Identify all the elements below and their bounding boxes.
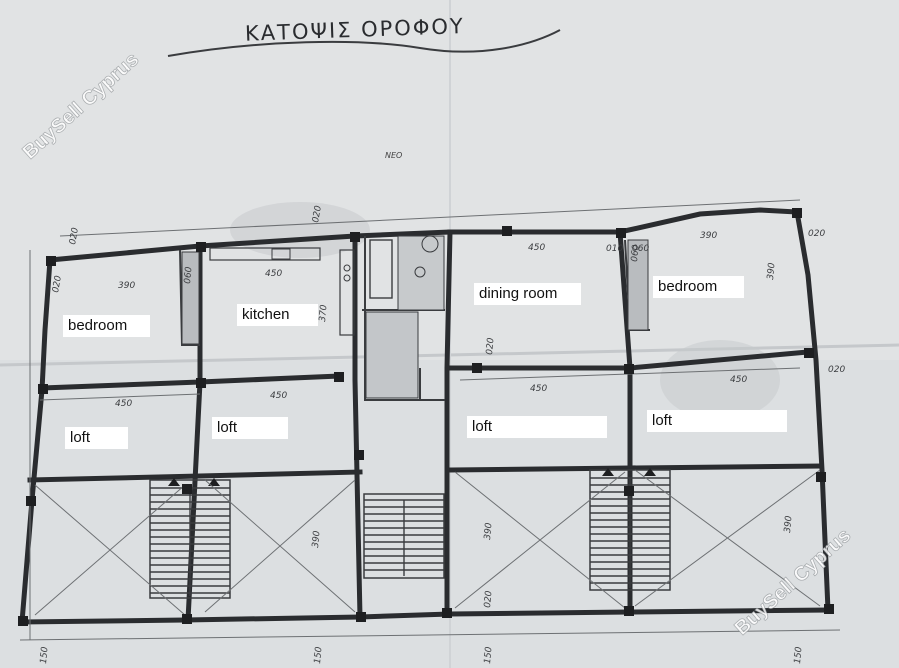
paper-shadow — [660, 340, 780, 420]
dimension-labels: 020 390 020 450 020 450 010 060 390 020 … — [39, 205, 845, 665]
dim-label: 060 — [183, 266, 194, 284]
dim-label: 390 — [118, 281, 135, 291]
dim-label: 390 — [766, 262, 777, 280]
dim-label: 060 — [632, 244, 649, 254]
room-label-loft-2: loft — [212, 417, 288, 439]
dim-label: 450 — [528, 243, 545, 253]
room-label-dining-room: dining room — [474, 283, 581, 305]
dim-label: 450 — [115, 399, 132, 409]
dim-label: 020 — [51, 275, 64, 294]
room-label-loft-3: loft — [467, 416, 607, 438]
dim-label: 390 — [700, 231, 717, 241]
dim-label: 390 — [783, 515, 794, 533]
dim-label: 450 — [530, 384, 547, 394]
dim-label: 390 — [311, 530, 322, 548]
room-label-loft-1: loft — [65, 427, 128, 449]
dim-label: 020 — [68, 227, 81, 246]
dim-label: 150 — [793, 646, 804, 664]
room-label-bedroom-right: bedroom — [653, 276, 744, 298]
structural-columns — [18, 208, 834, 626]
hatched-partitions — [181, 235, 649, 399]
void-markings — [34, 469, 821, 616]
dim-label: 060 — [630, 244, 641, 262]
dim-label: 020 — [485, 337, 496, 355]
title-underline — [167, 29, 561, 57]
dim-label: 150 — [313, 646, 324, 664]
sink-icon — [414, 266, 426, 278]
dim-label: 450 — [270, 391, 287, 401]
stairs-left — [149, 478, 231, 599]
dim-label: 390 — [483, 522, 494, 540]
north-note: ΝΕΟ — [385, 151, 402, 160]
room-label-bedroom-left: bedroom — [63, 315, 150, 337]
dim-label: 020 — [311, 205, 324, 224]
bathtub-icon — [369, 239, 393, 299]
dim-label: 150 — [39, 646, 50, 664]
dim-label: 020 — [483, 590, 494, 608]
dim-label: 010 — [606, 244, 623, 254]
dim-label: 450 — [730, 375, 747, 385]
dim-label: 020 — [828, 365, 845, 375]
kitchen-fixtures — [209, 235, 439, 336]
stairs-right — [589, 468, 671, 591]
room-label-loft-4: loft — [647, 410, 787, 432]
dim-label: 150 — [483, 646, 494, 664]
dim-label: 020 — [808, 229, 825, 239]
stairs-center — [363, 493, 445, 579]
toilet-icon — [421, 235, 439, 253]
dim-label: 450 — [265, 269, 282, 279]
room-label-kitchen: kitchen — [237, 304, 318, 326]
dim-label: 370 — [318, 304, 329, 322]
